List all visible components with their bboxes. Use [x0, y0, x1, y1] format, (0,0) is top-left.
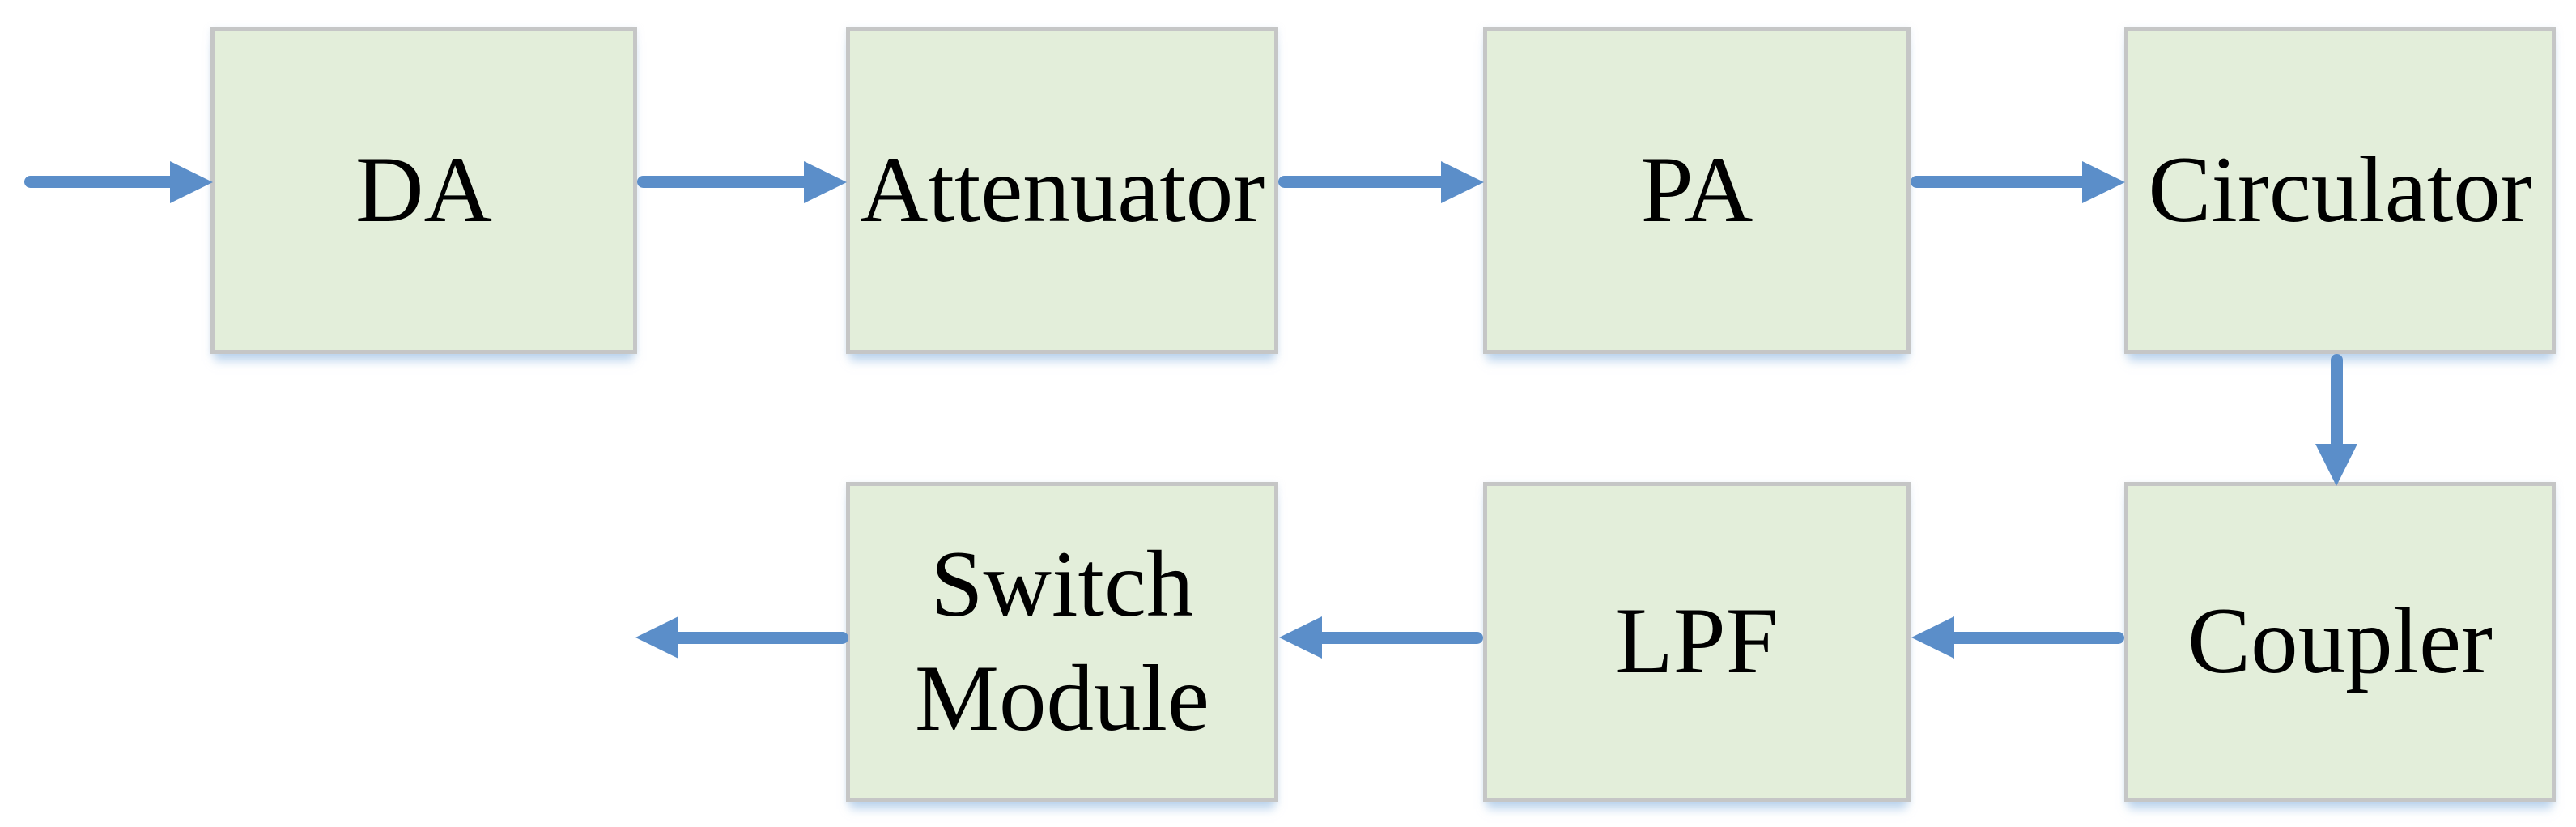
block-coupler: Coupler [2124, 482, 2556, 802]
block-pa: PA [1483, 27, 1911, 354]
arrow-shaft [2331, 354, 2343, 450]
block-switch-module-label: Switch Module [915, 532, 1209, 751]
block-lpf-label: LPF [1615, 589, 1779, 694]
block-coupler-label: Coupler [2187, 589, 2493, 694]
block-da-label: DA [355, 137, 492, 242]
arrow-head-right-icon [2082, 161, 2125, 203]
arrow-head-left-icon [1911, 616, 1954, 659]
arrow-shaft [1316, 632, 1483, 644]
arrow-head-right-icon [804, 161, 847, 203]
arrow-shaft [1948, 632, 2124, 644]
block-da: DA [210, 27, 637, 354]
arrow-shaft [637, 176, 810, 188]
arrow-shaft [24, 176, 176, 188]
block-lpf: LPF [1483, 482, 1911, 802]
arrow-shaft [672, 632, 848, 644]
arrow-head-right-icon [170, 161, 213, 203]
block-switch-module: Switch Module [846, 482, 1278, 802]
arrow-head-left-icon [635, 616, 678, 659]
block-circulator: Circulator [2124, 27, 2556, 354]
block-circulator-label: Circulator [2148, 137, 2532, 242]
block-attenuator-label: Attenuator [859, 137, 1265, 242]
arrow-shaft [1278, 176, 1447, 188]
arrow-head-right-icon [1441, 161, 1484, 203]
arrow-head-down-icon [2315, 444, 2357, 486]
block-pa-label: PA [1640, 137, 1753, 242]
arrow-shaft [1911, 176, 2089, 188]
arrow-head-left-icon [1279, 616, 1322, 659]
block-attenuator: Attenuator [846, 27, 1278, 354]
